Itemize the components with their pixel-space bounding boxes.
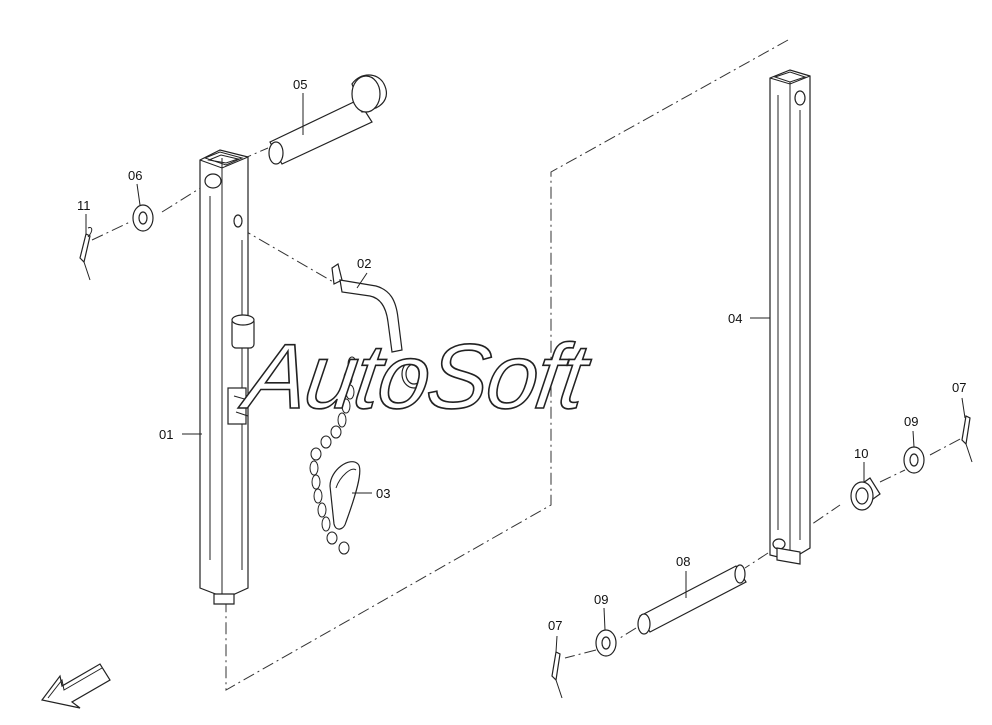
part-03-chain-clip	[309, 356, 361, 555]
callout-01: 01	[159, 427, 173, 442]
part-10-bushing	[850, 477, 881, 511]
part-08-pin	[637, 564, 747, 635]
watermark: AutoSoft	[235, 324, 597, 427]
callout-03: 03	[376, 486, 390, 501]
callout-11: 11	[77, 198, 91, 213]
part-04-right-post	[769, 69, 811, 565]
part-09-washer-lower	[595, 629, 617, 657]
callouts: 01 02 03 04 05 06 07 07 08 09 09 10 11	[77, 77, 966, 633]
arrow-down-left-icon	[40, 663, 111, 709]
callout-10: 10	[854, 446, 868, 461]
callout-05: 05	[293, 77, 307, 92]
callout-09-lower: 09	[594, 592, 608, 607]
leader-lines	[85, 93, 966, 653]
callout-06: 06	[128, 168, 142, 183]
part-05-pin	[268, 74, 388, 165]
callout-09-upper: 09	[904, 414, 918, 429]
callout-07-upper: 07	[952, 380, 966, 395]
part-01-left-post	[199, 149, 255, 605]
part-11-cotter-pin	[79, 227, 93, 281]
callout-07-lower: 07	[548, 618, 562, 633]
callout-04: 04	[728, 311, 742, 326]
part-09-washer-upper	[903, 446, 925, 474]
part-06-washer	[132, 204, 154, 232]
part-07-cotter-pin-lower	[551, 651, 563, 699]
part-07-cotter-pin-upper	[961, 415, 973, 463]
callout-02: 02	[357, 256, 371, 271]
part-02-locking-pin	[331, 263, 427, 389]
callout-08: 08	[676, 554, 690, 569]
